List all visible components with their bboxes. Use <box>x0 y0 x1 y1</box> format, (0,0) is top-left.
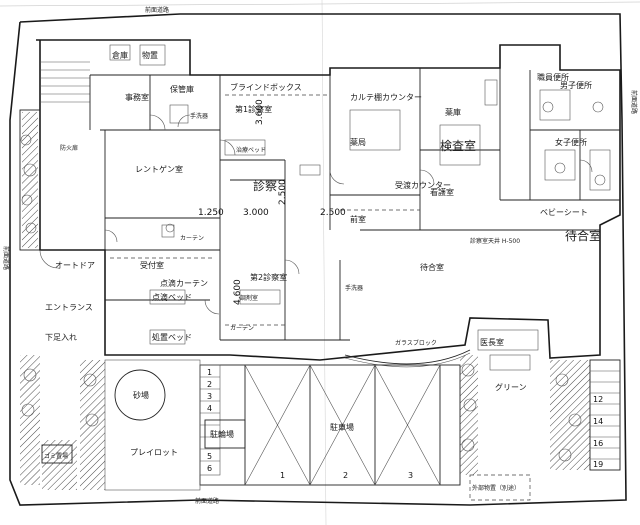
label-shed: 物置 <box>142 50 158 60</box>
label-shoe-box: 下足入れ <box>45 333 77 342</box>
label-blind-box: ブラインドボックス <box>230 82 302 92</box>
parking-number-3: 3 <box>408 471 413 480</box>
label-fire-door: 防火扉 <box>60 144 78 152</box>
label-grill: グリーン <box>495 382 527 392</box>
street-label-east: 前面道路 <box>630 90 638 114</box>
label-bath-bed: 点滴ベッド <box>152 292 192 302</box>
playlot-area <box>104 359 201 491</box>
doors <box>39 114 593 315</box>
annotation-glass-block: ガラスブロック <box>395 339 437 347</box>
furniture <box>109 44 611 371</box>
dim-4: 2.500 <box>320 208 346 218</box>
paper-fold <box>321 0 327 525</box>
label-parking: 駐車場 <box>330 422 354 432</box>
label-medicine: 薬局 <box>350 137 366 147</box>
label-bicycle-parking: 駐輪場 <box>210 429 234 439</box>
label-delivery: 受渡カウンター <box>395 180 451 190</box>
label-curtain: 点滴カーテン <box>160 278 208 288</box>
dim-5: 1.250 <box>198 208 224 218</box>
label-anteroom: 前室 <box>350 214 366 224</box>
label-xray: レントゲン室 <box>135 164 183 174</box>
label-hand-sink: 手洗器 <box>190 112 208 120</box>
label-outdoor-storage: 外部物置（別途） <box>472 484 520 492</box>
handwritten-wait: 待合室 <box>565 228 601 243</box>
label-women-toilet: 女子便所 <box>555 137 587 147</box>
bicycle-parking <box>204 419 246 449</box>
annotation-curtain: カーテン <box>230 325 254 332</box>
bicycle-number: 6 <box>207 464 212 473</box>
parking-number-2: 2 <box>343 471 348 480</box>
bicycle-number: 2 <box>207 380 212 389</box>
dim-2: 2.500 <box>278 179 288 205</box>
rack-number: 14 <box>593 417 603 426</box>
label-office: 事務室 <box>125 92 149 102</box>
dim-3: 3.000 <box>243 208 269 218</box>
label-exam2: 第2診察室 <box>250 272 287 282</box>
dim-7: 4.600 <box>233 279 243 305</box>
label-storage: 保管庫 <box>170 84 194 94</box>
label-doc-room: 医長室 <box>480 337 504 347</box>
bicycle-number: 4 <box>207 404 212 413</box>
label-supply: 薬庫 <box>445 107 461 117</box>
label-sandbox: 砂場 <box>133 390 149 400</box>
parking-number-1: 1 <box>280 471 285 480</box>
site-boundary <box>9 13 627 506</box>
rack-number: 16 <box>593 439 603 448</box>
left-planter <box>19 109 41 251</box>
label-rest-bed: 処置ベッド <box>152 332 192 342</box>
label-karte: カルテ棚カウンター <box>350 92 422 102</box>
label-staff-toilet: 職員便所 <box>537 72 569 82</box>
label-treat-bed: 治療ベッド <box>236 146 266 154</box>
label-entrance: エントランス <box>45 303 93 312</box>
bicycle-number: 1 <box>207 368 212 377</box>
parking-diagonals <box>244 364 441 486</box>
street-label-north: 前面道路 <box>145 6 169 14</box>
dim-1: 3.600 <box>255 99 265 125</box>
label-auto-door: オートドア <box>55 261 95 270</box>
bicycle-number: 5 <box>207 452 212 461</box>
label-playlot: プレイロット <box>130 448 178 457</box>
handwritten-med: 診察 <box>253 178 277 193</box>
handwritten-lab: 検査室 <box>440 138 476 153</box>
label-reception: 受付室 <box>140 260 164 270</box>
label-baby-sheet: ベビーシート <box>540 208 588 217</box>
street-label-west: 前面道路 <box>2 246 10 270</box>
sandbox <box>114 369 166 421</box>
annotation-entry-curtain: カーテン <box>180 235 204 242</box>
label-nurse-station: 看護室 <box>430 187 454 197</box>
label-garbage: ゴミ置場 <box>44 452 68 460</box>
curved-glass-wall <box>344 349 471 365</box>
label-waiting: 待合室 <box>420 262 444 272</box>
label-warehouse: 倉庫 <box>112 50 128 60</box>
rack-number: 19 <box>593 460 603 469</box>
bicycle-number: 3 <box>207 392 212 401</box>
label-hand-sink-2: 手洗器 <box>345 284 363 292</box>
garbage-area <box>41 444 73 464</box>
stairs <box>40 61 90 103</box>
label-exam1: 第1診察室 <box>235 104 272 114</box>
street-label-south: 前面道路 <box>195 497 219 505</box>
building-outline <box>36 39 621 361</box>
interior-walls <box>89 68 620 355</box>
rack-number: 12 <box>593 395 603 404</box>
label-dispensing: 調剤室 <box>240 294 258 302</box>
outdoor-storage <box>469 474 531 501</box>
label-men-toilet: 男子便所 <box>560 80 592 90</box>
annotation-ceiling: 診察室天井 H-500 <box>470 237 520 245</box>
